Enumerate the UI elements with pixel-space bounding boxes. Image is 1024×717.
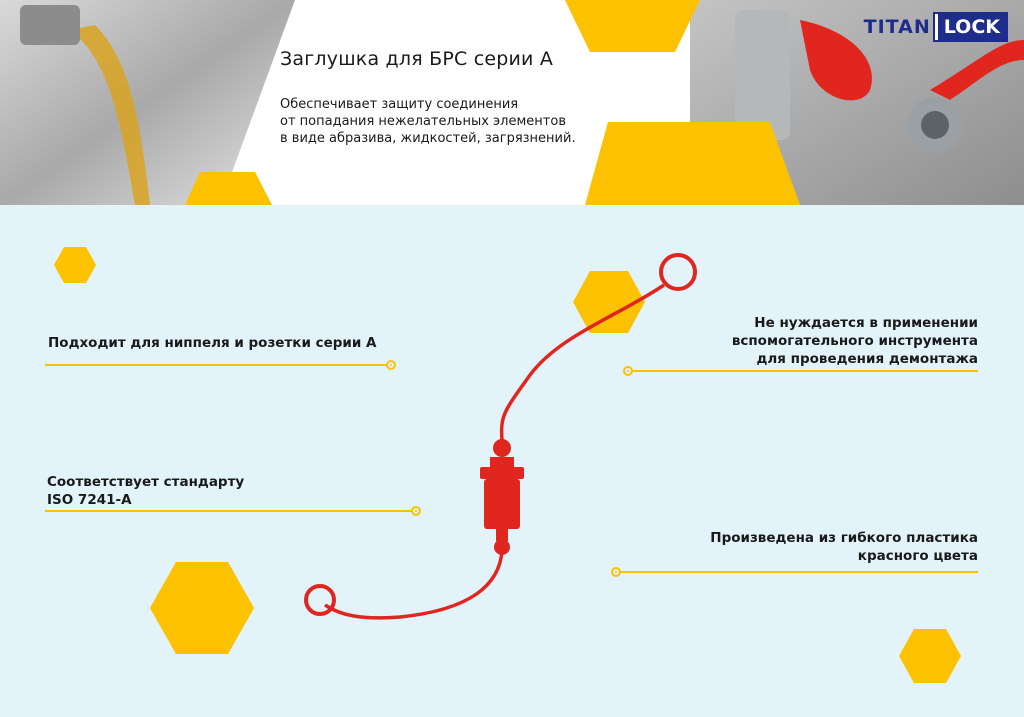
feature-text: Не нуждается в применении (754, 315, 978, 331)
feature-divider (618, 571, 978, 573)
feature-text: для проведения демонтажа (756, 351, 978, 367)
oil-stream (70, 25, 150, 205)
description-line: от попадания нежелательных элементов (280, 114, 566, 129)
feature-flexible-plastic: Произведена из гибкого пластика красного… (710, 529, 978, 565)
feature-iso-standard: Соответствует стандарту ISO 7241-A (47, 473, 244, 509)
feature-divider (45, 364, 390, 366)
plug-body (480, 439, 524, 555)
feature-divider (630, 370, 978, 372)
yellow-hex-bottom-left (185, 172, 272, 205)
yellow-hexagon (54, 247, 96, 283)
yellow-hex-bottom-right (585, 122, 800, 205)
feature-text: Подходит для ниппеля и розетки серии А (48, 335, 377, 351)
header-banner: Заглушка для БРС серии А Обеспечивает за… (0, 0, 1024, 205)
titanlock-logo: TITAN LOCK (863, 12, 1009, 42)
decor-and-product (54, 247, 961, 683)
yellow-hex-top (565, 0, 700, 52)
pointer-dot-icon (411, 506, 421, 516)
pointer-dot-icon (623, 366, 633, 376)
red-dust-plug (304, 253, 697, 620)
yellow-hexagon (899, 629, 961, 683)
feature-text: вспомогательного инструмента (731, 333, 978, 349)
feature-no-tools: Не нуждается в применении вспомогательно… (732, 314, 978, 368)
page-title: Заглушка для БРС серии А (280, 48, 554, 70)
feature-divider (45, 510, 413, 512)
logo-text-titan: TITAN (863, 16, 931, 38)
pointer-dot-icon (386, 360, 396, 370)
feature-text: ISO 7241-A (47, 492, 132, 508)
yellow-hexagon (150, 562, 254, 654)
description-line: в виде абразива, жидкостей, загрязнений. (280, 131, 576, 146)
page-description: Обеспечивает защиту соединения от попада… (280, 96, 640, 147)
feature-text: красного цвета (857, 548, 978, 564)
pointer-dot-icon (611, 567, 621, 577)
oil-photo (0, 0, 295, 205)
feature-text: Соответствует стандарту (47, 474, 245, 490)
feature-fits-series-a: Подходит для ниппеля и розетки серии А (48, 334, 377, 352)
banner-graphics (0, 0, 1024, 205)
logo-text-lock: LOCK (932, 12, 1009, 42)
description-line: Обеспечивает защиту соединения (280, 97, 519, 112)
feature-text: Произведена из гибкого пластика (710, 530, 978, 546)
yellow-hexagon (573, 271, 645, 333)
